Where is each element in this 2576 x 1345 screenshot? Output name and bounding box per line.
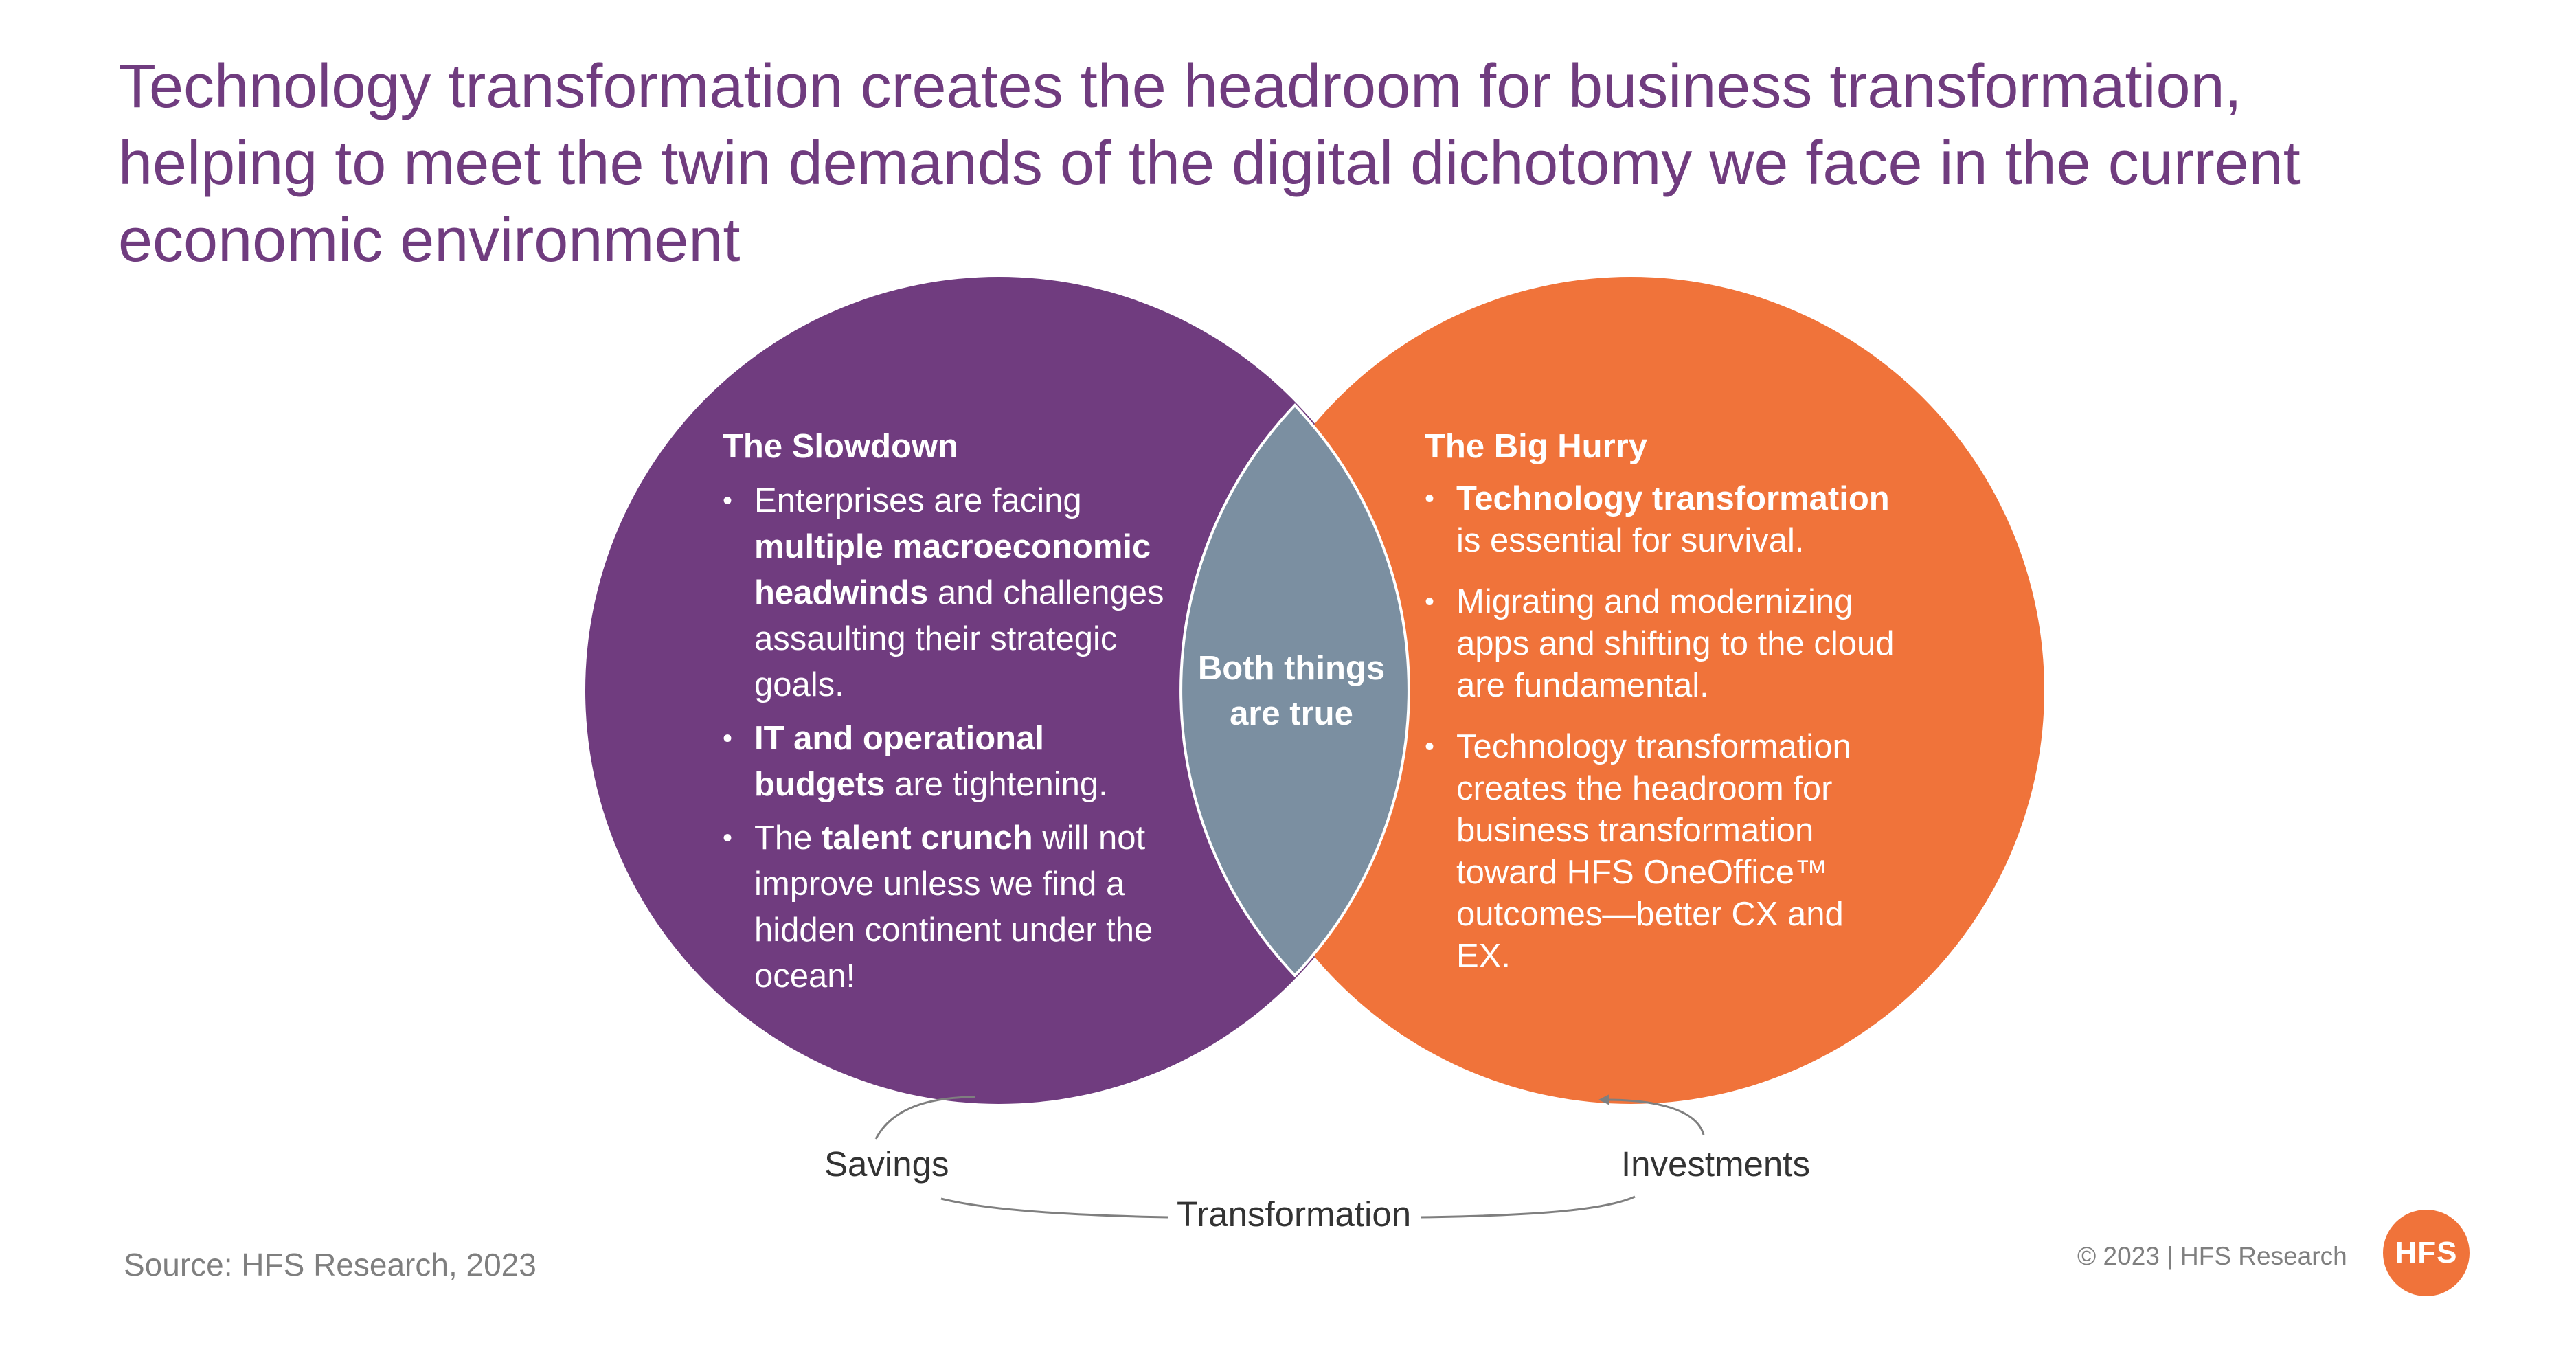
overlap-lens <box>1179 403 1410 977</box>
source-note: Source: HFS Research, 2023 <box>124 1247 536 1282</box>
bullet-emphasis: Technology transformation <box>1456 480 1890 517</box>
overlap-label: Both things are true <box>1188 646 1394 736</box>
slowdown-bullets: Enterprises are facing multiple macroeco… <box>723 478 1176 999</box>
bullet-text: is essential for survival. <box>1456 522 1805 559</box>
big-hurry-bullets: Technology transformation is essential f… <box>1425 478 1919 977</box>
big-hurry-bullet-1: Technology transformation is essential f… <box>1425 478 1919 562</box>
bullet-text: Migrating and modernizing apps and shift… <box>1456 583 1895 704</box>
investments-arrow <box>1598 1094 1705 1135</box>
bullet-text: will not improve unless we find a hidden… <box>754 820 1153 995</box>
transformation-label: Transformation <box>1177 1195 1412 1234</box>
overlap-line-1: Both things <box>1197 650 1386 687</box>
overlap-line-2: are true <box>1230 695 1353 732</box>
slowdown-bullet-2: IT and operational budgets are tightenin… <box>723 716 1176 808</box>
big-hurry-bullet-3: Technology transformation creates the he… <box>1425 726 1896 977</box>
bullet-emphasis: talent crunch <box>822 820 1033 857</box>
copyright-note: © 2023 | HFS Research <box>2077 1242 2347 1270</box>
savings-label: Savings <box>824 1144 949 1184</box>
big-hurry-heading: The Big Hurry <box>1425 428 1647 465</box>
slowdown-bullet-3: The talent crunch will not improve unles… <box>723 815 1176 999</box>
big-hurry-bullet-2: Migrating and modernizing apps and shift… <box>1425 581 1919 707</box>
slide-title: Technology transformation creates the he… <box>118 48 2454 279</box>
bullet-text: Technology transformation creates the he… <box>1456 728 1851 975</box>
slowdown-panel: The Slowdown Enterprises are facing mult… <box>723 424 1176 1007</box>
slowdown-heading: The Slowdown <box>723 428 958 465</box>
hfs-logo: HFS <box>2383 1210 2470 1296</box>
bullet-text: are tightening. <box>885 766 1108 803</box>
title-line-2: helping to meet the twin demands of the … <box>118 129 2301 198</box>
investments-label: Investments <box>1621 1144 1810 1184</box>
title-line-3: economic environment <box>118 206 741 275</box>
title-line-1: Technology transformation creates the he… <box>118 52 2242 121</box>
big-hurry-panel: The Big Hurry Technology transformation … <box>1425 424 1919 997</box>
bullet-text: and challenges assaulting their strategi… <box>754 574 1164 703</box>
savings-arrow <box>874 1096 976 1140</box>
bullet-emphasis: multiple macroeconomic headwinds <box>754 528 1151 611</box>
bullet-text: Enterprises are facing <box>754 482 1082 519</box>
transformation-connector-left <box>940 1197 1168 1219</box>
bullet-emphasis: IT and operational budgets <box>754 720 1044 803</box>
bullet-text: The <box>754 820 822 857</box>
slowdown-bullet-1: Enterprises are facing multiple macroeco… <box>723 478 1176 708</box>
transformation-connector-right <box>1420 1195 1636 1219</box>
